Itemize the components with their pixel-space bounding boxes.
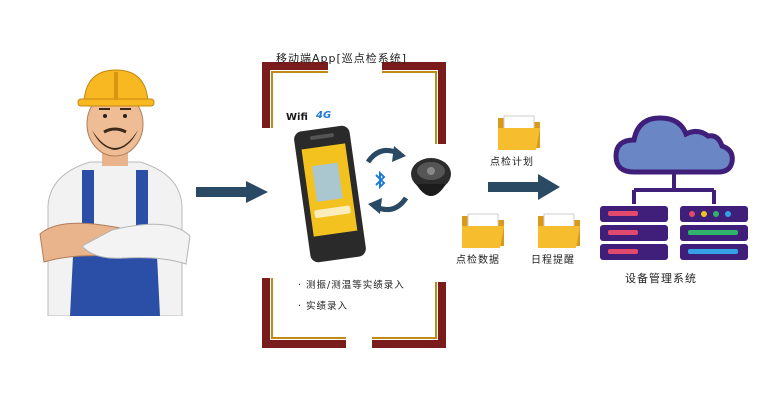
vibration-sensor-icon [411, 158, 451, 196]
bluetooth-icon [375, 170, 386, 190]
worker-illustration [39, 69, 191, 316]
wifi-label: Wifi [286, 112, 308, 123]
app-title: 移动端App[巡点检系统] [276, 52, 408, 65]
system-label: 设备管理系统 [625, 272, 697, 285]
cloud-server-icon [600, 115, 748, 260]
folder-label-plan: 点检计划 [490, 157, 534, 168]
lte-label: 4G [316, 110, 332, 121]
arrow-right-icon [488, 174, 560, 200]
folder-label-data: 点检数据 [456, 255, 500, 266]
app-frame [262, 62, 446, 348]
folder-icon [498, 115, 540, 150]
sync-arrows-icon [365, 146, 409, 214]
folder-icon [462, 213, 504, 248]
bullet-item-1: · 测振/测温等实绩录入 [298, 280, 405, 291]
bullet-item-2: · 实绩录入 [298, 301, 349, 312]
arrow-right-icon [196, 181, 268, 203]
folder-label-reminder: 日程提醒 [531, 255, 575, 266]
folder-icon [538, 213, 580, 248]
phone-device [294, 125, 366, 263]
